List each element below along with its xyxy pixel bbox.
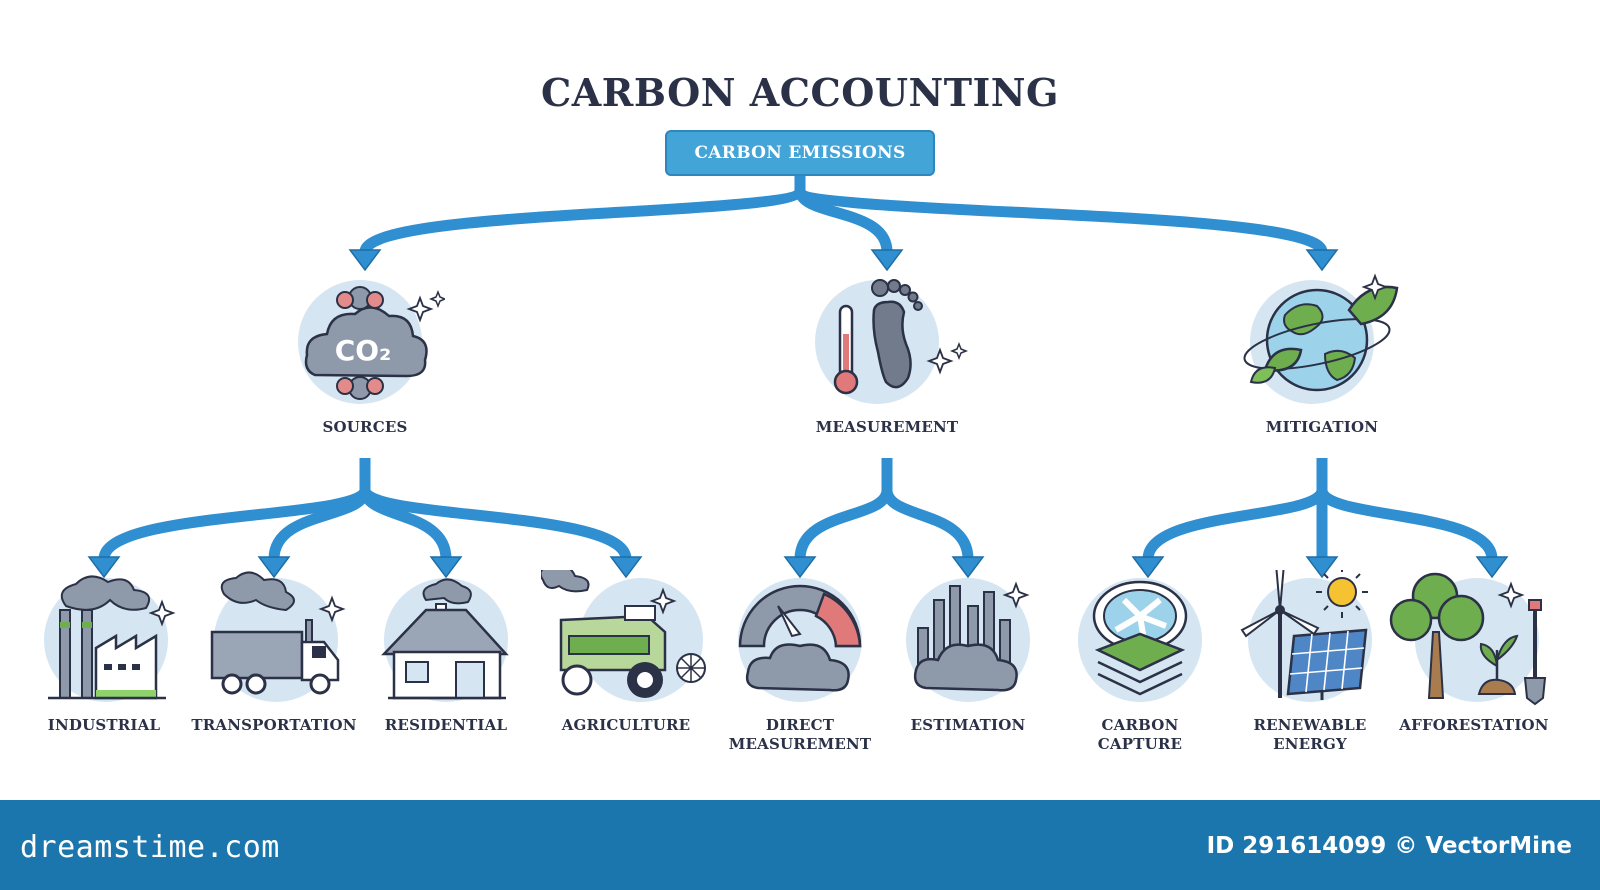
truck-icon <box>210 571 346 702</box>
factory-icon <box>44 575 176 702</box>
leaf-agriculture: AGRICULTURE <box>536 570 716 770</box>
arrow-head <box>951 556 985 579</box>
page-title: CARBON ACCOUNTING <box>541 70 1059 115</box>
leaf-industrial: INDUSTRIAL <box>14 570 194 770</box>
leaf-label: RESIDENTIAL <box>384 716 508 734</box>
root-node-carbon-emissions: CARBON EMISSIONS <box>665 130 935 176</box>
connector-arrow <box>359 484 632 565</box>
arrow-head <box>1305 249 1339 272</box>
arrow-head <box>1475 556 1509 579</box>
category-mitigation: MITIGATION <box>1232 270 1412 450</box>
bar-chart-cloud-icon <box>906 578 1030 702</box>
house-icon <box>381 578 509 702</box>
leaf-label: INDUSTRIAL <box>47 716 161 734</box>
category-label: MITIGATION <box>1265 418 1379 436</box>
earth-leaves-icon <box>1243 273 1399 404</box>
arrow-head <box>257 556 291 579</box>
arrow-head <box>429 556 463 579</box>
connector-arrow <box>794 484 893 565</box>
footer-bar: dreamstime.com ID 291614099 © VectorMine <box>0 800 1600 890</box>
footprint-thermometer-icon <box>815 279 969 404</box>
harvester-icon <box>541 570 706 702</box>
connector-arrow <box>359 184 806 258</box>
connector-arrow <box>1316 484 1498 565</box>
category-sources: CO₂ SOURCES <box>275 270 455 450</box>
leaf-transportation: TRANSPORTATION <box>184 570 364 770</box>
co2-cloud-icon: CO₂ <box>298 280 445 404</box>
leaf-estimation: ESTIMATION <box>878 570 1058 770</box>
arrow-head <box>348 249 382 272</box>
arrow-head <box>609 556 643 579</box>
arrow-head <box>783 556 817 579</box>
connector-arrow <box>1142 484 1328 565</box>
connector-arrow <box>268 484 371 565</box>
connector-arrow <box>881 484 974 565</box>
root-node-label: CARBON EMISSIONS <box>694 143 906 163</box>
arrow-head <box>1131 556 1165 579</box>
arrows-layer <box>87 176 1509 579</box>
leaf-label: AFFORESTATION <box>1399 716 1549 734</box>
category-label: MEASUREMENT <box>815 418 959 436</box>
category-label: SOURCES <box>322 418 408 436</box>
gauge-icon <box>738 578 862 702</box>
leaf-residential: RESIDENTIAL <box>356 570 536 770</box>
arrow-head <box>1305 556 1339 579</box>
leaf-label: ESTIMATION <box>910 716 1026 734</box>
tree-planting-icon <box>1389 572 1547 706</box>
leaf-label: TRANSPORTATION <box>191 716 357 734</box>
leaf-label: AGRICULTURE <box>561 716 691 734</box>
connector-arrow <box>794 184 1328 258</box>
connector-arrow <box>98 484 371 565</box>
arrow-head <box>870 249 904 272</box>
arrow-head <box>87 556 121 579</box>
leaf-afforestation: AFFORESTATION <box>1384 570 1564 770</box>
category-measurement: MEASUREMENT <box>797 270 977 450</box>
co2-text: CO₂ <box>335 334 392 367</box>
footer-brand[interactable]: dreamstime.com <box>20 830 280 865</box>
carbon-capture-fan-icon <box>1078 578 1202 702</box>
wind-solar-icon <box>1240 570 1372 702</box>
footer-stock-id: ID 291614099 © VectorMine <box>1206 833 1572 859</box>
